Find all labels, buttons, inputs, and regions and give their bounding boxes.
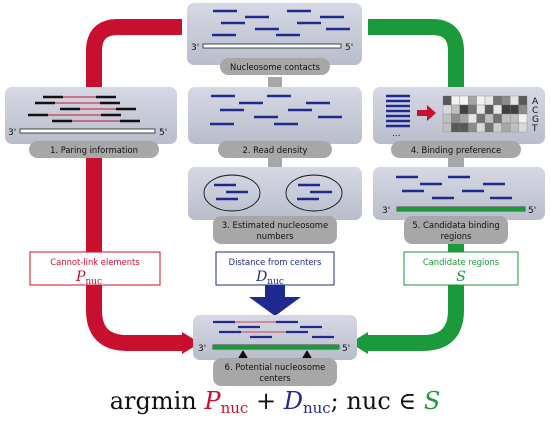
formula-argmin: argmin [109, 387, 197, 415]
pwm-cell [510, 95, 519, 106]
pwm-cell [493, 104, 502, 115]
pwm-cell [476, 95, 486, 106]
pwm-cell [442, 104, 452, 115]
panel-nucleosome-contacts: 3' 5' Nucleosome contacts [187, 3, 362, 75]
red-arrow-path [86, 19, 200, 354]
formula-plus: + [255, 387, 277, 415]
center-marker-icon [301, 350, 313, 360]
formula-in: ∈ [398, 387, 417, 415]
pwm-cell [468, 113, 477, 124]
pwm-cell [518, 95, 528, 106]
ellipsis-text: ... [392, 129, 401, 139]
centers-3prime-label: 3' [198, 344, 206, 354]
candidate-binding-label-line2: regions [441, 231, 472, 241]
panel-estimated-numbers: 3. Estimated nucleosome numbers [188, 167, 362, 244]
arrow-right-icon [417, 105, 436, 121]
pwm-cell [468, 122, 477, 133]
formula-separator: ; [330, 387, 339, 415]
pwm-cell [451, 122, 460, 133]
pwm-cell [459, 113, 469, 124]
pwm-cell [476, 113, 486, 124]
pwm-cell [493, 95, 502, 106]
d-nuc-symbol: Dnuc [255, 269, 284, 287]
blue-arrow-path [249, 283, 301, 316]
pwm-cell [468, 95, 477, 106]
pwm-cell [442, 113, 452, 124]
paring-5prime-label: 5' [159, 128, 167, 138]
term-cannot-link: Cannot-link elements Pnuc [29, 251, 161, 287]
pwm-cell [501, 122, 511, 133]
pwm-cell [459, 122, 469, 133]
pwm-cell [510, 113, 519, 124]
base-t: T [531, 124, 538, 134]
pwm-cell [451, 113, 460, 124]
formula-s-term: S [423, 387, 441, 415]
formula-nuc: nuc [346, 387, 391, 415]
pwm-cell [459, 95, 469, 106]
base-c: C [532, 106, 538, 116]
pwm-cell [501, 113, 511, 124]
cannot-link-label: Cannot-link elements [50, 257, 139, 267]
pwm-cell [484, 113, 494, 124]
pwm-cell [451, 104, 460, 115]
read-density-label: 2. Read density [242, 145, 307, 155]
term-candidate-regions: Candidate regions S [403, 251, 519, 286]
centers-5prime-label: 5' [342, 344, 350, 354]
estimated-numbers-label-line1: 3. Estimated nucleosome [222, 220, 328, 230]
pwm-cell [493, 113, 502, 124]
base-g: G [532, 115, 539, 125]
candidate-3prime-label: 3' [382, 206, 390, 216]
base-a: A [532, 97, 539, 107]
green-arrow-path [350, 19, 464, 354]
s-symbol: S [456, 269, 466, 285]
pwm-cell [442, 122, 452, 133]
paring-3prime-label: 3' [8, 128, 16, 138]
pwm-cell [518, 113, 528, 124]
potential-centers-label-line2: centers [259, 373, 290, 383]
center-marker-icon [237, 350, 249, 360]
pwm-cell [451, 95, 460, 106]
estimated-numbers-label-line2: numbers [256, 231, 293, 241]
candidate-binding-label-line1: 5. Candidata binding [412, 220, 499, 230]
paring-information-label: 1. Paring information [50, 145, 138, 155]
pwm-cell [510, 122, 519, 133]
p-nuc-symbol: Pnuc [75, 269, 102, 287]
panel-read-density: 2. Read density [188, 87, 362, 158]
pwm-cell [476, 104, 486, 115]
pwm-cell [501, 95, 511, 106]
pwm-cell [501, 104, 511, 115]
strand-5prime-label: 5' [345, 43, 353, 53]
pwm-cell [518, 104, 528, 115]
formula-d-term: Dnuc [283, 387, 331, 417]
formula-p-term: Pnuc [204, 387, 249, 417]
panel-binding-preference: ... A C G T 4. Binding preference [373, 87, 545, 158]
pwm-cell [518, 122, 528, 133]
pwm-cell [493, 122, 502, 133]
candidate-regions-label: Candidate regions [423, 257, 499, 267]
pwm-cell [459, 104, 469, 115]
candidate-5prime-label: 5' [528, 206, 536, 216]
nucleosome-contacts-label: Nucleosome contacts [230, 62, 320, 72]
binding-preference-label: 4. Binding preference [411, 145, 501, 155]
pwm-cell [476, 122, 486, 133]
pwm-cell [484, 104, 494, 115]
potential-centers-label-line1: 6. Potential nucleosome [225, 362, 326, 372]
strand-3prime-label: 3' [191, 43, 199, 53]
pwm-cell [484, 95, 494, 106]
pwm-cell [468, 104, 477, 115]
distance-label: Distance from centers [229, 257, 322, 267]
pwm-cell [484, 122, 494, 133]
pwm-cell [442, 95, 452, 106]
panel-potential-centers: 3' 5' 6. Potential nucleosome centers [193, 315, 357, 386]
pwm-cell [510, 104, 519, 115]
term-distance: Distance from centers Dnuc [215, 251, 335, 287]
objective-formula: argmin Pnuc + Dnuc; nuc ∈ S [0, 387, 550, 422]
connectors [268, 77, 464, 169]
panel-candidate-binding: 3' 5' 5. Candidata binding regions [373, 167, 545, 244]
panel-paring-information: 3' 5' 1. Paring information [5, 87, 177, 158]
pwm-grid [442, 95, 528, 133]
